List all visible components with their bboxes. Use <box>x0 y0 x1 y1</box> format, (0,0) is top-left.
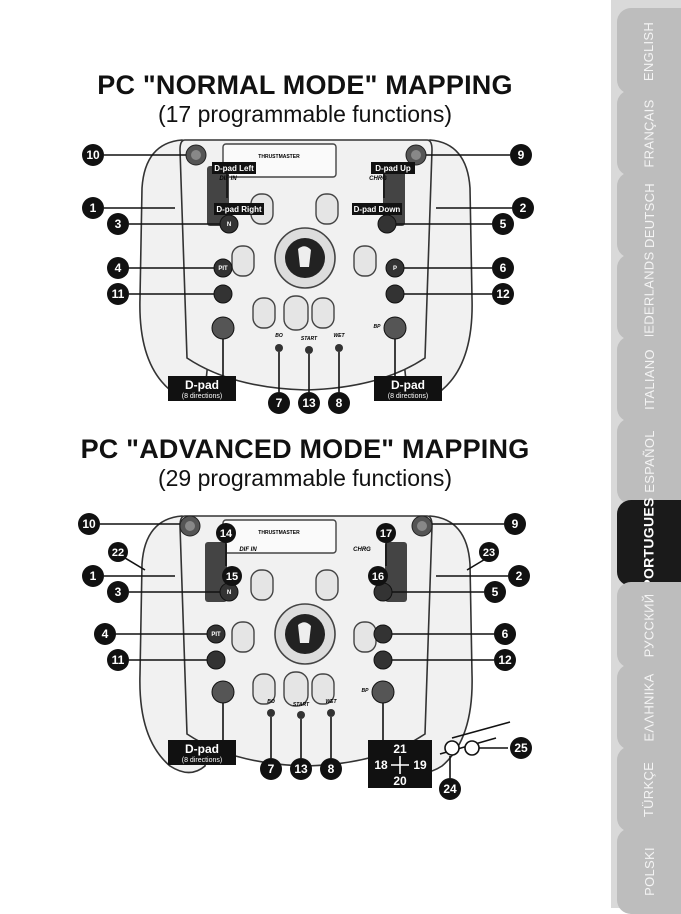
tab-label: РУССКИЙ <box>642 593 657 657</box>
dpad-left-label: D-pad Left <box>214 164 254 173</box>
tab-label: DEUTSCH <box>642 183 657 248</box>
callout-8: 8 <box>336 396 343 410</box>
callout-2: 2 <box>516 569 523 583</box>
dpad-down-number: 20 <box>393 774 407 788</box>
language-tab-strip: ENGLISH FRANÇAIS DEUTSCH NEDERLANDS ITAL… <box>611 0 681 908</box>
advanced-mode-wheel-diagram: THRUSTMASTER N PIT BO START WET <box>0 508 610 828</box>
tab-label: NEDERLANDS <box>642 251 657 343</box>
tab-deutsch[interactable]: DEUTSCH <box>617 172 681 258</box>
pit-button-label: PIT <box>218 266 228 272</box>
dpad-down-label: D-pad Down <box>354 205 401 214</box>
tab-russian[interactable]: РУССКИЙ <box>617 582 681 668</box>
callout-14: 14 <box>220 528 233 540</box>
bo-label: BO <box>275 333 283 339</box>
tab-nederlands[interactable]: NEDERLANDS <box>617 254 681 340</box>
dpad-right-number: 19 <box>413 758 427 772</box>
callout-22: 22 <box>112 547 124 559</box>
tab-label: ESPAÑOL <box>642 430 657 493</box>
callout-4: 4 <box>115 261 122 275</box>
callout-6: 6 <box>500 261 507 275</box>
callout-12: 12 <box>496 287 510 301</box>
brand-logo: THRUSTMASTER <box>258 154 300 160</box>
dpad-left-number: 18 <box>374 758 388 772</box>
callout-11: 11 <box>112 653 125 667</box>
callout-6: 6 <box>502 627 509 641</box>
tab-label: FRANÇAIS <box>642 99 657 167</box>
start-label: START <box>301 336 318 342</box>
callout-24: 24 <box>443 782 457 796</box>
callout-13: 13 <box>302 396 316 410</box>
callout-2: 2 <box>520 201 527 215</box>
tab-label: PORTUGUES <box>641 497 657 588</box>
callout-7: 7 <box>268 762 275 776</box>
tab-label: ENGLISH <box>641 21 656 80</box>
callout-8: 8 <box>328 762 335 776</box>
tab-label: POLSKI <box>642 847 657 896</box>
callout-7: 7 <box>276 396 283 410</box>
n-button-label: N <box>227 222 231 228</box>
callout-12: 12 <box>498 653 512 667</box>
tab-label: TÜRKÇE <box>642 761 657 816</box>
normal-mode-wheel-diagram: THRUSTMASTER N PIT P B <box>0 128 610 418</box>
tab-polski[interactable]: POLSKI <box>617 828 681 914</box>
dpad-up-number: 21 <box>393 742 407 756</box>
tab-english[interactable]: ENGLISH <box>617 8 681 94</box>
start-label: START <box>293 702 310 708</box>
tab-turkce[interactable]: TÜRKÇE <box>617 746 681 832</box>
tab-label: ΕΛΛΗΝΙΚΑ <box>642 673 657 741</box>
chrg-label: CHRG <box>353 547 371 553</box>
callout-5: 5 <box>500 217 507 231</box>
tab-label: ITALIANO <box>641 349 656 410</box>
wet-label: WET <box>325 699 337 705</box>
callout-11: 11 <box>112 287 125 301</box>
right-dpad-label: D-pad <box>391 378 425 392</box>
wet-label: WET <box>333 333 345 339</box>
callout-3: 3 <box>115 585 122 599</box>
callout-16: 16 <box>372 571 384 583</box>
bp-label: BP <box>362 688 370 694</box>
callout-1: 1 <box>90 569 97 583</box>
left-dpad-label: D-pad <box>185 378 219 392</box>
tab-espanol[interactable]: ESPAÑOL <box>617 418 681 504</box>
bo-label: BO <box>267 699 275 705</box>
callout-25: 25 <box>514 741 528 755</box>
brand-logo: THRUSTMASTER <box>258 530 300 536</box>
callout-10: 10 <box>82 517 96 531</box>
callout-5: 5 <box>492 585 499 599</box>
normal-mode-subtitle: (17 programmable functions) <box>0 101 610 128</box>
left-dpad-label: D-pad <box>185 742 219 756</box>
left-dpad-sub: (8 directions) <box>182 393 222 400</box>
callout-13: 13 <box>294 762 308 776</box>
right-dpad-sub: (8 directions) <box>388 393 428 400</box>
callout-1: 1 <box>90 201 97 215</box>
bp-label: BP <box>374 324 382 330</box>
tab-greek[interactable]: ΕΛΛΗΝΙΚΑ <box>617 664 681 750</box>
p-button-label: P <box>393 266 397 272</box>
dpad-right-label: D-pad Right <box>216 205 262 214</box>
callout-3: 3 <box>115 217 122 231</box>
advanced-mode-subtitle: (29 programmable functions) <box>0 465 610 492</box>
dif-in-label: DIF IN <box>219 176 237 182</box>
advanced-mode-title: PC "ADVANCED MODE" MAPPING <box>0 434 610 465</box>
dif-in-label: DIF IN <box>239 547 257 553</box>
callout-10: 10 <box>86 148 100 162</box>
callout-9: 9 <box>518 148 525 162</box>
callout-9: 9 <box>512 517 519 531</box>
tab-portugues[interactable]: PORTUGUES <box>617 500 681 586</box>
callout-15: 15 <box>226 571 238 583</box>
tab-italiano[interactable]: ITALIANO <box>617 336 681 422</box>
pit-button-label: PIT <box>211 632 221 638</box>
callout-23: 23 <box>483 547 495 559</box>
tab-francais[interactable]: FRANÇAIS <box>617 90 681 176</box>
left-dpad-sub: (8 directions) <box>182 757 222 764</box>
callout-17: 17 <box>380 528 392 540</box>
callout-4: 4 <box>102 627 109 641</box>
dpad-up-label: D-pad Up <box>375 164 411 173</box>
n-button-label: N <box>227 590 231 596</box>
normal-mode-title: PC "NORMAL MODE" MAPPING <box>0 70 610 101</box>
